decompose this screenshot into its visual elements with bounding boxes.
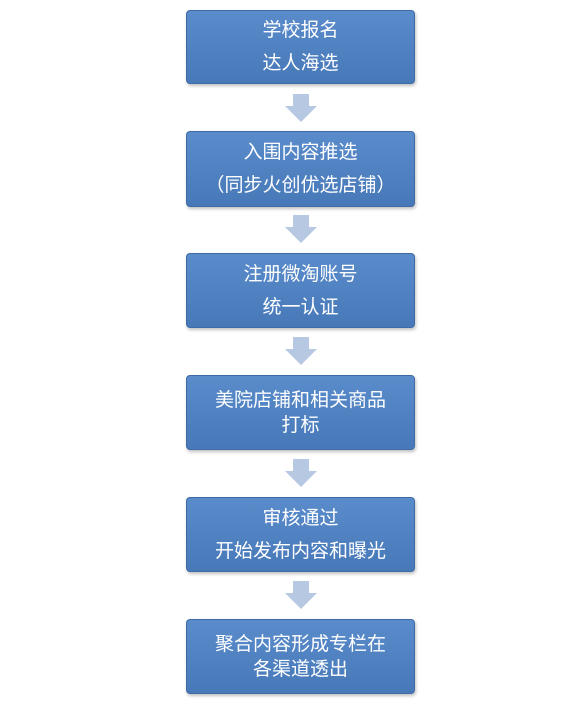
step-2-line-1: 入围内容推选	[243, 141, 358, 163]
step-4-store-tagging: 美院店铺和相关商品 打标	[186, 375, 415, 450]
step-1-school-registration: 学校报名 达人海选	[186, 10, 415, 84]
step-5-line-1: 审核通过	[262, 506, 339, 529]
step-4-line-2: 打标	[281, 413, 320, 436]
step-5-line-2: 开始发布内容和曝光	[214, 539, 386, 562]
step-2-line-2: （同步火创优选店铺）	[205, 174, 396, 196]
step-6-aggregate-content: 聚合内容形成专栏在 各渠道透出	[186, 619, 415, 694]
step-3-account-registration: 注册微淘账号 统一认证	[186, 253, 415, 328]
down-arrow-icon	[285, 459, 317, 487]
step-1-line-2: 达人海选	[262, 52, 339, 74]
step-6-line-1: 聚合内容形成专栏在	[214, 632, 386, 655]
down-arrow-icon	[285, 215, 317, 243]
step-2-content-selection: 入围内容推选 （同步火创优选店铺）	[186, 131, 415, 207]
step-3-line-1: 注册微淘账号	[243, 262, 358, 285]
step-5-review-publish: 审核通过 开始发布内容和曝光	[186, 497, 415, 572]
down-arrow-icon	[285, 581, 317, 609]
step-6-line-2: 各渠道透出	[252, 657, 348, 680]
down-arrow-icon	[285, 337, 317, 365]
down-arrow-icon	[285, 94, 317, 122]
step-1-line-1: 学校报名	[262, 19, 339, 41]
step-4-line-1: 美院店铺和相关商品	[214, 388, 386, 411]
step-3-line-2: 统一认证	[262, 295, 339, 318]
